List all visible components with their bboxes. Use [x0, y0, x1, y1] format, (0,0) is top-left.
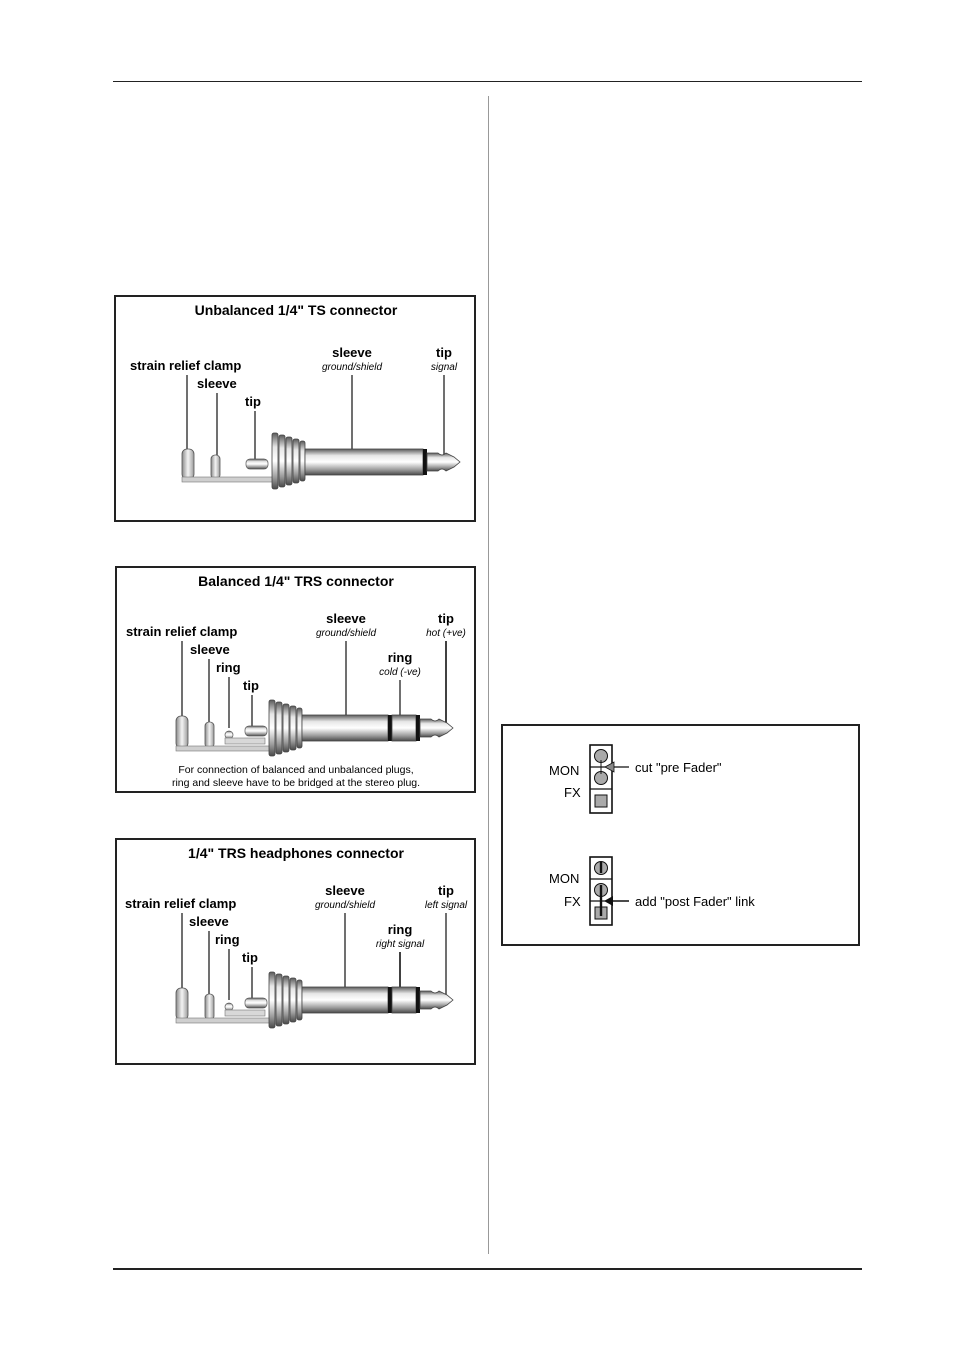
- jumper-post-fader: MON FX add "post Fader" link: [549, 856, 755, 926]
- panel-title: Balanced 1/4" TRS connector: [198, 573, 394, 589]
- label-sleeve: sleeve: [332, 345, 372, 360]
- jumper-diagram: MON FX cut "pre Fader" MON FX: [549, 744, 755, 926]
- label-mon: MON: [549, 763, 579, 778]
- label-sleeve-lug: sleeve: [189, 914, 229, 929]
- label-tip-sub: signal: [431, 362, 458, 373]
- label-ring-lug: ring: [216, 660, 241, 675]
- label-tip-lug: tip: [245, 394, 261, 409]
- panel-title: Unbalanced 1/4" TS connector: [195, 302, 398, 318]
- column-divider: [488, 96, 489, 1254]
- bridging-note-line-1: For connection of balanced and unbalance…: [178, 764, 413, 776]
- label-ring-sub: cold (-ve): [379, 667, 421, 678]
- label-tip-lug: tip: [243, 678, 259, 693]
- headphones-plug-drawing: [175, 971, 454, 1029]
- label-sleeve-lug: sleeve: [197, 376, 237, 391]
- trs-connector-diagram: Balanced 1/4" TRS connector strain relie…: [126, 573, 466, 789]
- label-tip: tip: [438, 611, 454, 626]
- annotation-add-post-fader: add "post Fader" link: [635, 894, 755, 909]
- bridging-note-line-2: ring and sleeve have to be bridged at th…: [172, 777, 420, 789]
- label-mon: MON: [549, 871, 579, 886]
- headphones-connector-panel: 1/4" TRS headphones connector strain rel…: [115, 838, 476, 1065]
- ts-plug-drawing: [181, 432, 461, 490]
- ts-connector-panel: Unbalanced 1/4" TS connector strain reli…: [114, 295, 476, 522]
- label-sleeve-sub: ground/shield: [315, 900, 375, 911]
- label-sleeve: sleeve: [325, 883, 365, 898]
- label-fx: FX: [564, 894, 581, 909]
- footer-rule: [113, 1268, 862, 1270]
- annotation-cut-pre-fader: cut "pre Fader": [635, 760, 722, 775]
- label-tip-sub: hot (+ve): [426, 628, 466, 639]
- label-fx: FX: [564, 785, 581, 800]
- label-sleeve: sleeve: [326, 611, 366, 626]
- label-strain-relief-clamp: strain relief clamp: [130, 358, 241, 373]
- label-sleeve-sub: ground/shield: [316, 628, 376, 639]
- label-ring: ring: [388, 922, 413, 937]
- label-strain-relief-clamp: strain relief clamp: [125, 896, 236, 911]
- label-tip: tip: [436, 345, 452, 360]
- label-tip-sub: left signal: [425, 900, 468, 911]
- label-tip: tip: [438, 883, 454, 898]
- jumper-diagram-panel: MON FX cut "pre Fader" MON FX: [501, 724, 860, 946]
- label-strain-relief-clamp: strain relief clamp: [126, 624, 237, 639]
- trs-connector-panel: Balanced 1/4" TRS connector strain relie…: [115, 566, 476, 793]
- label-ring-sub: right signal: [376, 939, 425, 950]
- label-ring-lug: ring: [215, 932, 240, 947]
- ts-connector-diagram: Unbalanced 1/4" TS connector strain reli…: [130, 302, 461, 490]
- jumper-pre-fader: MON FX cut "pre Fader": [549, 744, 722, 814]
- label-ring: ring: [388, 650, 413, 665]
- trs-plug-drawing: [175, 699, 454, 757]
- label-sleeve-lug: sleeve: [190, 642, 230, 657]
- headphones-connector-diagram: 1/4" TRS headphones connector strain rel…: [125, 845, 468, 1029]
- panel-title: 1/4" TRS headphones connector: [188, 845, 404, 861]
- label-tip-lug: tip: [242, 950, 258, 965]
- label-sleeve-sub: ground/shield: [322, 362, 382, 373]
- header-rule: [113, 81, 862, 82]
